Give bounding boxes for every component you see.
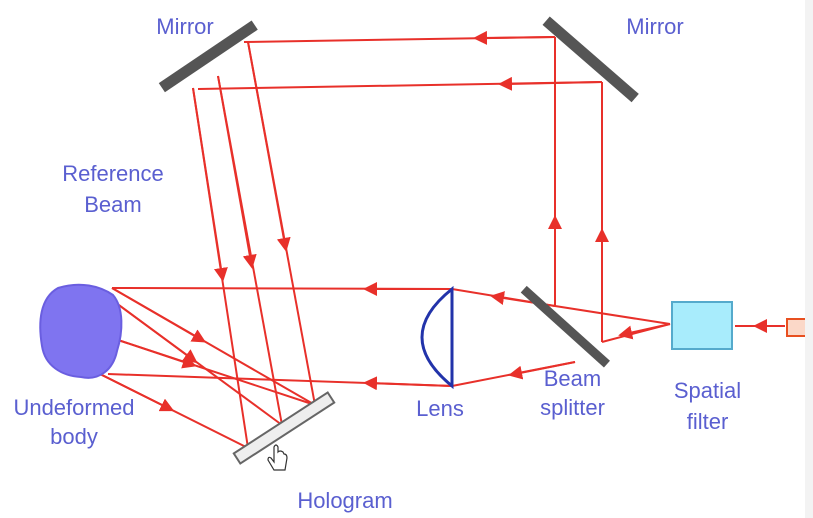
undeformed-body-label-line1: Undeformed [13, 395, 135, 420]
reference-beam-label: Reference Beam [48, 161, 178, 218]
object-beam-2-arrow [111, 299, 198, 364]
beam-filter-arrow [618, 323, 671, 340]
beam-splitter-icon [520, 285, 610, 368]
object-beam-3-arrow [111, 337, 197, 369]
beam-top-lower-arrow [498, 76, 603, 91]
reference-beam-2-arrow [217, 75, 257, 269]
object-beam-1-arrow [111, 287, 207, 343]
undeformed-body-label: Undeformed body [0, 395, 148, 450]
hologram-label: Hologram [297, 488, 393, 513]
reference-beam-label-line2: Beam [84, 192, 142, 217]
laser-beams [99, 30, 785, 449]
lens-icon [420, 285, 454, 390]
window-edge-strip [805, 0, 813, 518]
beam-filter-to-splitter-top [554, 305, 671, 325]
beam-splitter-label-line2: splitter [540, 395, 605, 420]
beam-lens-to-object-bottom-arrow [363, 376, 453, 391]
spatial-filter-icon [671, 301, 733, 350]
beam-splitter-to-lens-bottom-arrow [508, 361, 576, 380]
undeformed-body-icon [39, 283, 123, 379]
reference-beam-label-line1: Reference [62, 161, 164, 186]
beam-top-upper-arrow [473, 30, 556, 45]
spatial-filter-label-line2: filter [686, 409, 729, 434]
hologram-plate-icon [232, 391, 336, 465]
reference-beam-1-arrow [192, 87, 228, 282]
hand-cursor-icon [267, 444, 288, 471]
beam-splitter-label-line1: Beam [543, 366, 602, 391]
spatial-filter-label-line1: Spatial [673, 378, 742, 403]
object-beam-4-arrow [99, 373, 175, 412]
undeformed-body-label-line2: body [50, 424, 98, 449]
lens-label: Lens [416, 396, 464, 421]
mirror-right-label: Mirror [626, 14, 684, 39]
mirror-left-label: Mirror [156, 14, 214, 39]
spatial-filter-label: Spatial filter [660, 378, 755, 435]
reference-beam-3-arrow [247, 41, 291, 252]
mirror-icon [542, 16, 639, 103]
beam-splitter-label: Beam splitter [530, 366, 615, 421]
mirror-icon [158, 20, 258, 93]
